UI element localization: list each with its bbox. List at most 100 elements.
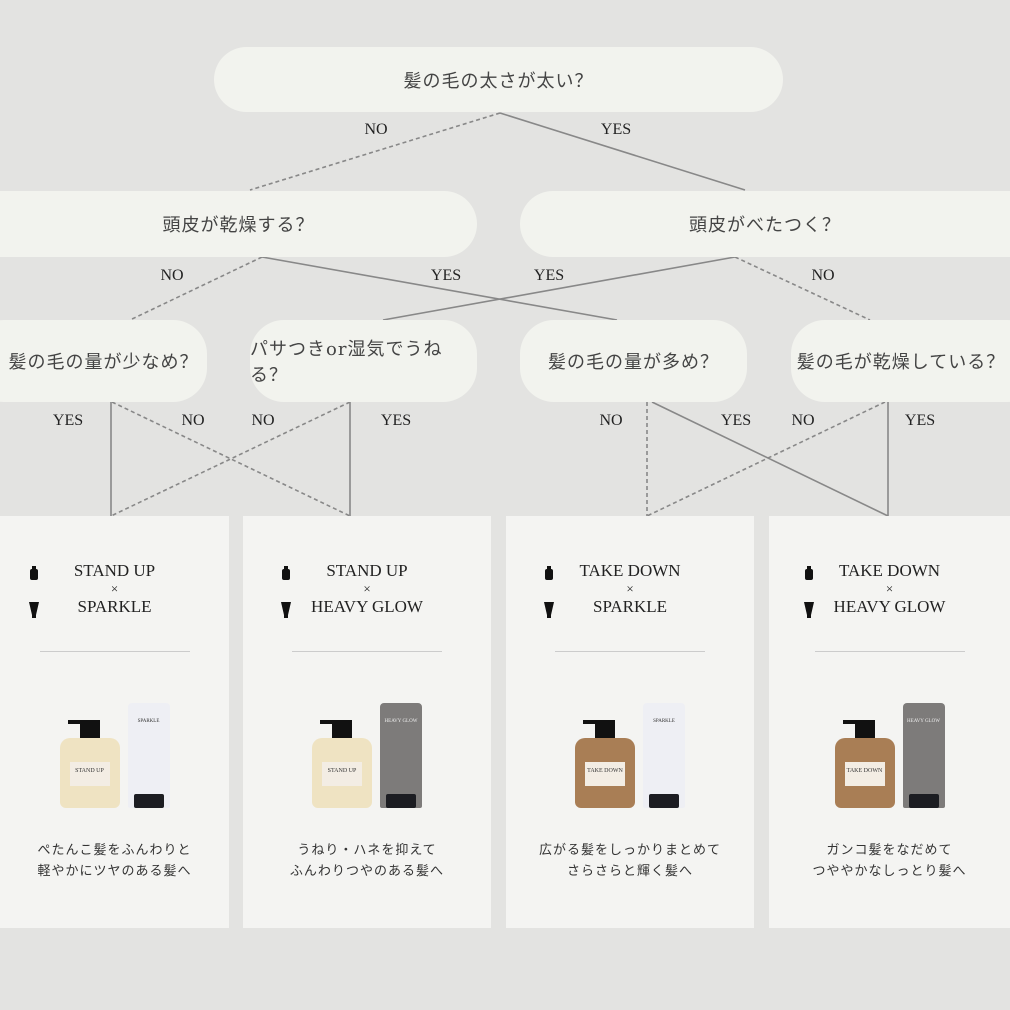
treatment-name: SPARKLE xyxy=(77,597,152,616)
times-sign: × xyxy=(363,581,371,596)
question-text: 髪の毛の量が多め？ xyxy=(548,352,719,373)
label-no: NO xyxy=(160,267,184,284)
connector-q31-no xyxy=(111,401,351,517)
label-no: NO xyxy=(251,412,275,429)
shampoo-bottle: STAND UP xyxy=(59,720,120,808)
result-description: うねり・ハネを抑えて ふんわりつやのある髪へ xyxy=(243,840,491,882)
connector-q2l-yes xyxy=(261,256,618,321)
connector-q2r-no xyxy=(734,256,871,321)
question-text: パサつきor湿気でうねる？ xyxy=(250,339,443,386)
combo-title: TAKE DOWN × HEAVY GLOW xyxy=(769,562,1010,616)
shampoo-bottle: STAND UP xyxy=(312,720,372,808)
bottle-label: STAND UP xyxy=(322,762,362,786)
question-text: 頭皮が乾燥する？ xyxy=(162,215,315,236)
label-yes: YES xyxy=(430,267,462,284)
shampoo-name: TAKE DOWN xyxy=(579,561,681,580)
bottle-icon xyxy=(29,566,38,580)
label-no: NO xyxy=(181,412,205,429)
label-no: NO xyxy=(791,412,815,429)
shampoo-name: STAND UP xyxy=(73,561,156,580)
description-line: さらさらと輝く髪へ xyxy=(566,864,693,879)
tube-label: HEAVY GLOW xyxy=(384,719,418,724)
label-no: NO xyxy=(811,267,835,284)
tube-icon xyxy=(803,602,814,618)
question-text: 頭皮がべたつく？ xyxy=(689,215,841,236)
treatment-name: HEAVY GLOW xyxy=(833,597,946,616)
times-sign: × xyxy=(110,581,119,596)
label-yes: YES xyxy=(600,121,632,138)
result-card: STAND UP × SPARKLE STAND UP SPARKLE ぺたんこ… xyxy=(0,516,229,928)
question-scalp-oily: 頭皮がべたつく？ xyxy=(520,191,1010,257)
question-frizz: パサつきor湿気でうねる？ xyxy=(250,320,477,402)
combo-title: STAND UP × SPARKLE xyxy=(0,562,229,616)
bottle-label: TAKE DOWN xyxy=(585,762,625,786)
product-image: STAND UP HEAVY GLOW xyxy=(312,700,422,808)
label-no: NO xyxy=(364,121,388,138)
combo-title: STAND UP × HEAVY GLOW xyxy=(243,562,491,616)
times-sign: × xyxy=(626,581,634,596)
bottle-icon xyxy=(545,566,553,580)
result-card: TAKE DOWN × SPARKLE TAKE DOWN SPARKLE 広が… xyxy=(506,516,754,928)
tube-icon xyxy=(281,602,291,618)
description-line: ぺたんこ髪をふんわりと xyxy=(37,843,192,858)
question-text: 髪の毛の太さが太い？ xyxy=(403,70,594,92)
tube-label: SPARKLE xyxy=(137,719,160,724)
question-hair-volume-high: 髪の毛の量が多め？ xyxy=(520,320,747,402)
bottle-label: TAKE DOWN xyxy=(844,762,885,786)
shampoo-bottle: TAKE DOWN xyxy=(834,720,895,808)
connector-q2l-no xyxy=(129,256,263,321)
bottle-icon xyxy=(804,566,813,580)
label-yes: YES xyxy=(380,412,412,429)
description-line: 軽やかにツヤのある髪へ xyxy=(37,864,192,879)
tube-icon xyxy=(28,602,39,618)
question-hair-dry: 髪の毛が乾燥している？ xyxy=(791,320,1010,402)
product-image: STAND UP SPARKLE xyxy=(59,700,170,808)
divider xyxy=(292,651,442,652)
result-description: 広がる髪をしっかりまとめて さらさらと輝く髪へ xyxy=(506,840,754,882)
bottle-label: STAND UP xyxy=(69,762,110,786)
description-line: ふんわりつやのある髪へ xyxy=(289,864,445,879)
connector-q1-yes xyxy=(499,112,746,191)
description-line: つややかなしっとり髪へ xyxy=(812,864,967,879)
treatment-tube: HEAVY GLOW xyxy=(380,703,422,808)
description-line: 広がる髪をしっかりまとめて xyxy=(538,843,721,858)
treatment-name: SPARKLE xyxy=(592,597,667,616)
connector-q33-yes xyxy=(651,401,889,517)
label-yes: YES xyxy=(52,412,84,429)
divider xyxy=(555,651,705,652)
tube-label: HEAVY GLOW xyxy=(907,719,940,724)
product-image: TAKE DOWN HEAVY GLOW xyxy=(834,700,945,808)
combo-title: TAKE DOWN × SPARKLE xyxy=(506,562,754,616)
product-image: TAKE DOWN SPARKLE xyxy=(575,700,685,808)
question-text: 髪の毛の量が少なめ？ xyxy=(8,352,199,373)
times-sign: × xyxy=(885,581,894,596)
tube-label: SPARKLE xyxy=(653,719,675,724)
label-no: NO xyxy=(599,412,623,429)
shampoo-name: STAND UP xyxy=(326,561,408,580)
result-description: ガンコ髪をなだめて つややかなしっとり髪へ xyxy=(769,840,1010,882)
label-yes: YES xyxy=(533,267,565,284)
question-hair-volume-low: 髪の毛の量が少なめ？ xyxy=(0,320,207,402)
question-text: 髪の毛が乾燥している？ xyxy=(796,352,1006,373)
treatment-tube: SPARKLE xyxy=(643,703,685,808)
shampoo-bottle: TAKE DOWN xyxy=(575,720,635,808)
result-card: STAND UP × HEAVY GLOW STAND UP HEAVY GLO… xyxy=(243,516,491,928)
connector-q32-no xyxy=(110,401,351,517)
label-yes: YES xyxy=(904,412,936,429)
result-card: TAKE DOWN × HEAVY GLOW TAKE DOWN HEAVY G… xyxy=(769,516,1010,928)
result-description: ぺたんこ髪をふんわりと 軽やかにツヤのある髪へ xyxy=(0,840,229,882)
bottle-icon xyxy=(282,566,290,580)
connector-q34-no xyxy=(646,401,886,517)
description-line: うねり・ハネを抑えて xyxy=(297,843,437,858)
label-yes: YES xyxy=(720,412,752,429)
treatment-name: HEAVY GLOW xyxy=(311,597,423,616)
divider xyxy=(39,651,190,652)
shampoo-name: TAKE DOWN xyxy=(838,561,941,580)
description-line: ガンコ髪をなだめて xyxy=(826,843,953,858)
connector-q1-no xyxy=(249,112,501,191)
treatment-tube: HEAVY GLOW xyxy=(902,703,945,808)
question-hair-thickness: 髪の毛の太さが太い？ xyxy=(214,47,783,112)
divider xyxy=(814,651,965,652)
treatment-tube: SPARKLE xyxy=(127,703,170,808)
